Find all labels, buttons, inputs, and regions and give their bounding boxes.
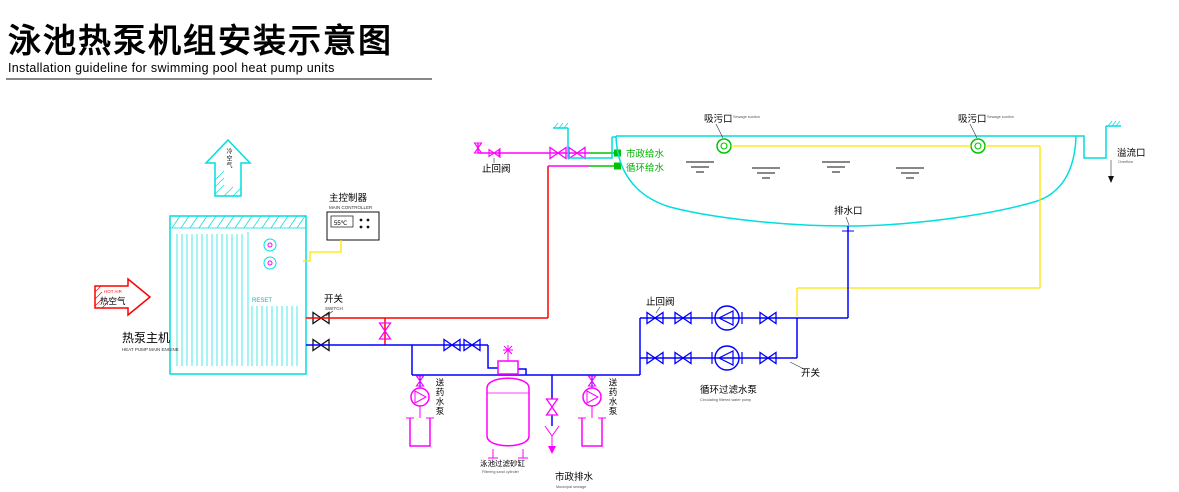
sand-filter: 泳池过滤砂缸 Filtering sand cylinder (480, 345, 530, 474)
vacuum-ports: 吸污口 Sewage suction 吸污口 Sewage suction 溢流… (704, 113, 1146, 316)
supply-connector (614, 162, 621, 170)
hot-air-label: 热空气 (100, 296, 126, 306)
dosing-pump-label: 送药水泵 (435, 377, 445, 416)
overflow-label-en: Overflow (1118, 160, 1133, 164)
vacuum-port-label-en: Sewage suction (733, 115, 760, 119)
water-level-icon (895, 167, 925, 179)
switch-label-en: SWITCH (325, 306, 343, 311)
filter-pump-label-en: Circulating filtered water pump (700, 398, 751, 402)
vacuum-port-label-en: Sewage suction (987, 115, 1014, 119)
dosing-pump-1: 送药水泵 (406, 375, 445, 447)
hot-water-pipe (306, 166, 549, 345)
valve-handwheel-icon (503, 345, 513, 361)
supply-assembly: 市政给水 循环给水 止回阀 (473, 142, 665, 175)
overflow-arrow-icon (1108, 176, 1114, 183)
page-title: 泳池热泵机组安装示意图 (8, 22, 393, 59)
check-valve-top-label: 止回阀 (482, 163, 511, 175)
swimming-pool (553, 120, 1121, 227)
switch-label: 开关 (324, 293, 344, 305)
filtration-pump-assembly: 排水口 止回阀 循环过滤水泵 Circulating filtered wate… (639, 205, 863, 402)
heat-pump-label-en: HEAT PUMP MAIN ENGINE (122, 347, 179, 352)
municipal-drain-label: 市政排水 (555, 471, 594, 483)
circulating-supply-label: 循环给水 (626, 162, 665, 174)
title-block: 泳池热泵机组安装示意图 Installation guideline for s… (6, 22, 432, 80)
vacuum-port-icon (970, 138, 986, 154)
drain-arrow-icon (548, 446, 556, 454)
cold-air-arrow-icon: 冷空气 (204, 138, 252, 197)
controller-wire (303, 240, 342, 262)
overflow-label: 溢流口 (1117, 147, 1146, 159)
controller-box (326, 211, 380, 241)
return-pipe-network (306, 338, 640, 376)
vacuum-port-label: 吸污口 (958, 113, 987, 125)
municipal-drain-branch: 市政排水 Municipal sewage (544, 375, 594, 489)
check-valve-bottom-label: 止回阀 (646, 296, 675, 308)
drain-outlet-label: 排水口 (834, 205, 863, 217)
dosing-pump-2: 送药水泵 (578, 375, 618, 447)
filter-pump-label: 循环过滤水泵 (700, 384, 758, 396)
municipal-supply-label: 市政给水 (626, 148, 665, 160)
controller-display (330, 215, 354, 228)
page-subtitle: Installation guideline for swimming pool… (8, 61, 335, 75)
cold-air-label: 冷空气 (225, 147, 232, 169)
heat-pump-unit: RESET 热泵主机 HEAT PUMP MAIN ENGINE (122, 215, 307, 375)
controller-label: 主控制器 (329, 192, 368, 204)
unit-switch-valves: 开关 SWITCH (312, 293, 344, 352)
multiport-valve (497, 360, 519, 375)
valve-icon (545, 398, 559, 416)
vacuum-port-icon (716, 138, 732, 154)
hot-air-arrow-icon: HOT AIR 热空气 (94, 277, 152, 317)
vacuum-port-label: 吸污口 (704, 113, 733, 125)
drain-funnel-icon (544, 425, 560, 446)
water-level-icon (685, 161, 715, 173)
water-level-icon (751, 167, 781, 179)
sand-filter-label: 泳池过滤砂缸 (480, 458, 525, 468)
heat-pump-label: 热泵主机 (122, 331, 170, 345)
controller-display-value: 55℃ (334, 221, 348, 227)
vacuum-line (731, 145, 1041, 316)
municipal-drain-label-en: Municipal sewage (556, 485, 586, 489)
fan-icon (263, 238, 277, 252)
reset-label: RESET (252, 298, 272, 304)
water-level-icon (821, 161, 851, 173)
main-controller: 主控制器 MAIN CONTROLLER 55℃ (303, 192, 380, 262)
sand-filter-label-en: Filtering sand cylinder (482, 470, 520, 474)
controller-label-en: MAIN CONTROLLER (329, 205, 373, 210)
dosing-pump-label: 送药水泵 (608, 377, 618, 416)
fan-icon (263, 256, 277, 270)
hot-air-label-en: HOT AIR (104, 289, 123, 294)
